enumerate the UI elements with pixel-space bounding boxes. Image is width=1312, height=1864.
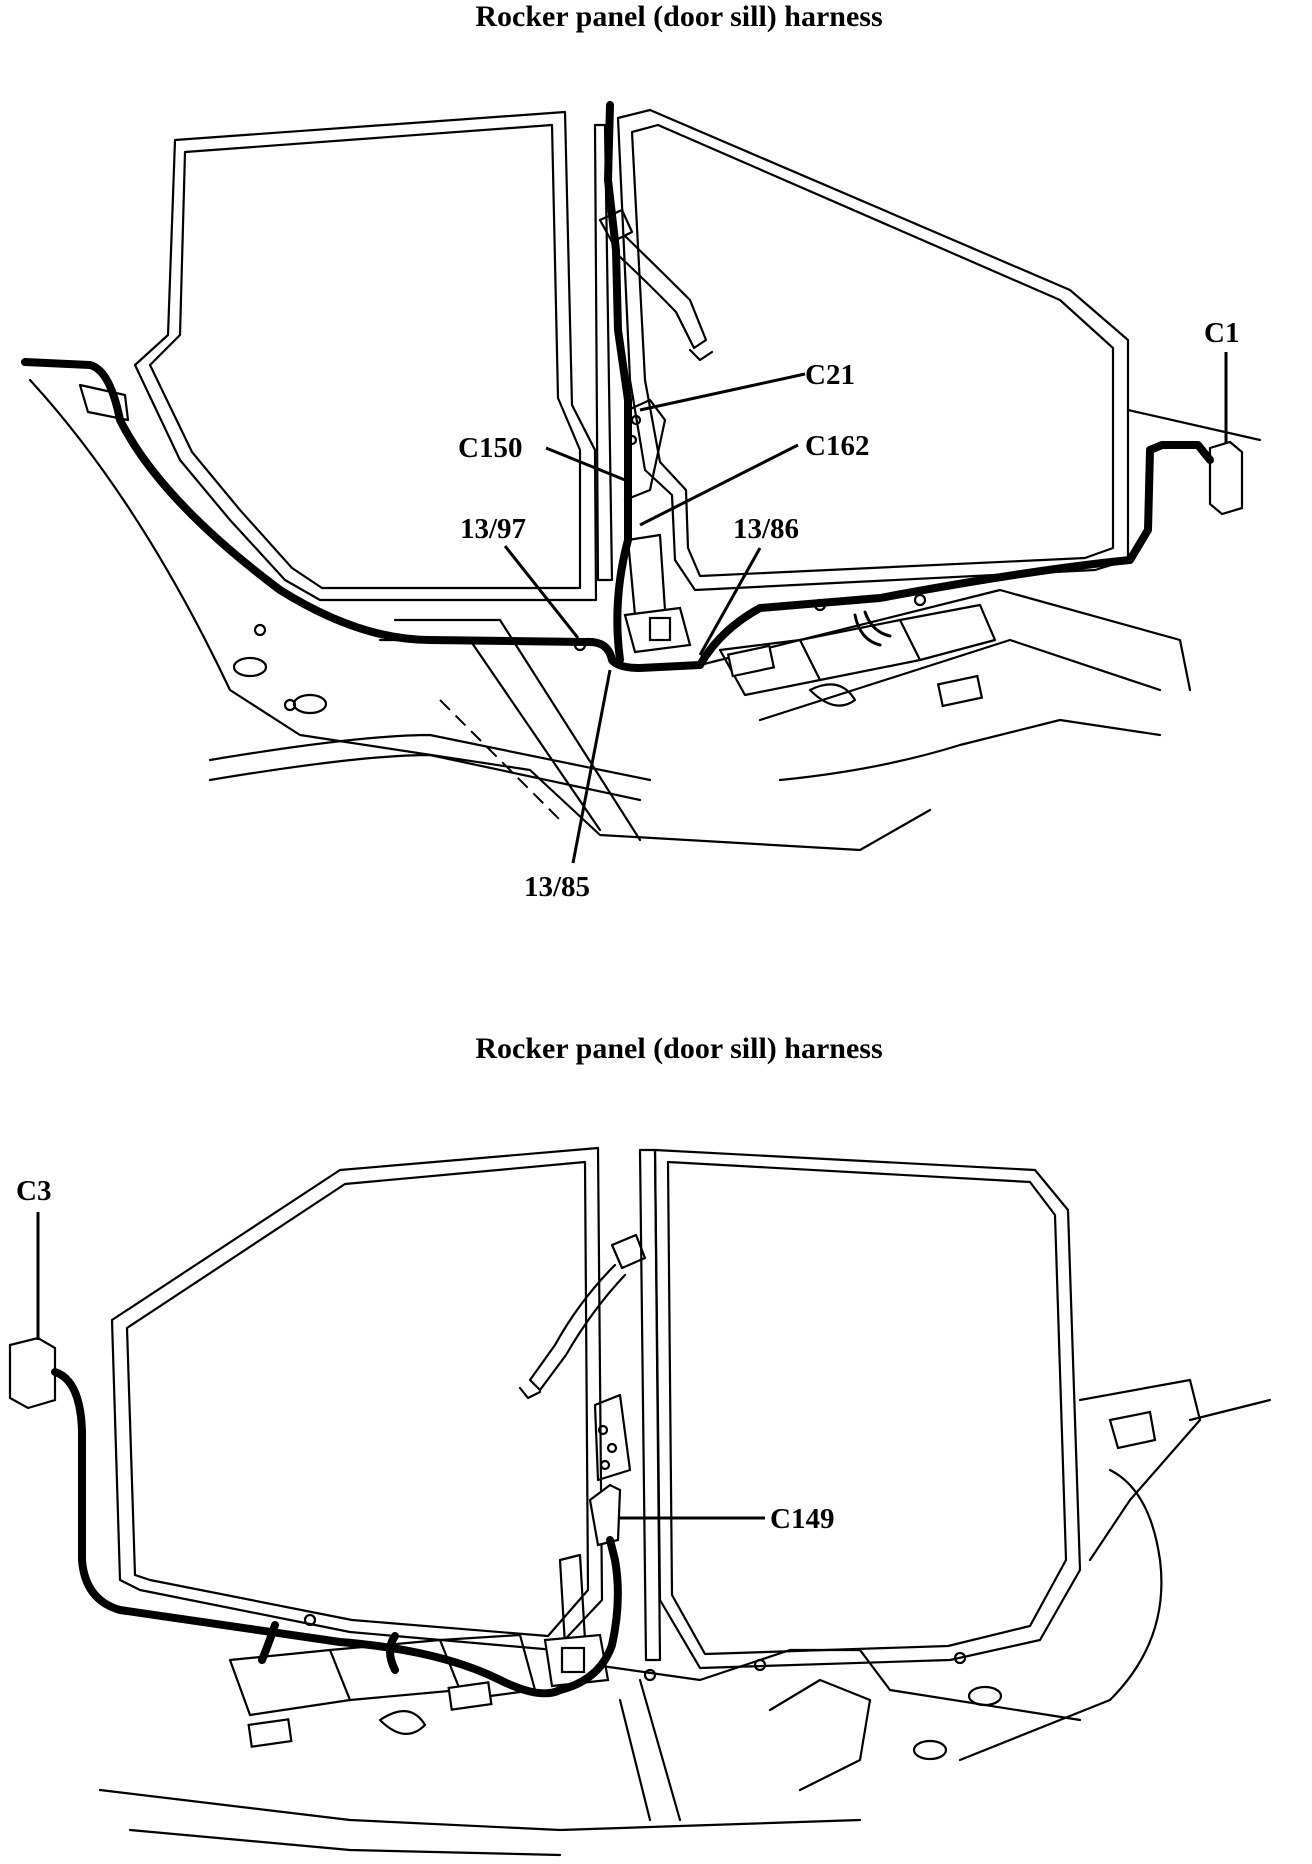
label-c3: C3 bbox=[16, 1175, 51, 1207]
label-13-97: 13/97 bbox=[460, 513, 526, 545]
diagram-top: Rocker panel (door sill) harness bbox=[21, 0, 1262, 903]
vehicle-body-outline bbox=[8, 1146, 1272, 1857]
callout-leaders bbox=[503, 352, 1228, 864]
label-c150: C150 bbox=[458, 432, 522, 464]
callout-leaders bbox=[36, 1212, 765, 1520]
label-c21: C21 bbox=[805, 359, 855, 391]
diagram-title: Rocker panel (door sill) harness bbox=[475, 0, 882, 33]
wiring-harness bbox=[51, 1368, 622, 1698]
diagram-bottom: Rocker panel (door sill) harness bbox=[8, 1032, 1272, 1857]
label-c149: C149 bbox=[770, 1503, 834, 1535]
label-c162: C162 bbox=[805, 430, 869, 462]
label-c1: C1 bbox=[1204, 317, 1239, 349]
diagram-title: Rocker panel (door sill) harness bbox=[475, 1032, 882, 1065]
callout-labels: C3 C149 bbox=[16, 1175, 834, 1535]
label-13-85: 13/85 bbox=[524, 871, 590, 903]
callout-labels: C21 C150 C162 13/97 13/86 13/85 C1 bbox=[458, 317, 1239, 903]
wiring-harness bbox=[21, 101, 1214, 672]
label-13-86: 13/86 bbox=[733, 513, 799, 545]
vehicle-body-outline bbox=[28, 108, 1262, 852]
